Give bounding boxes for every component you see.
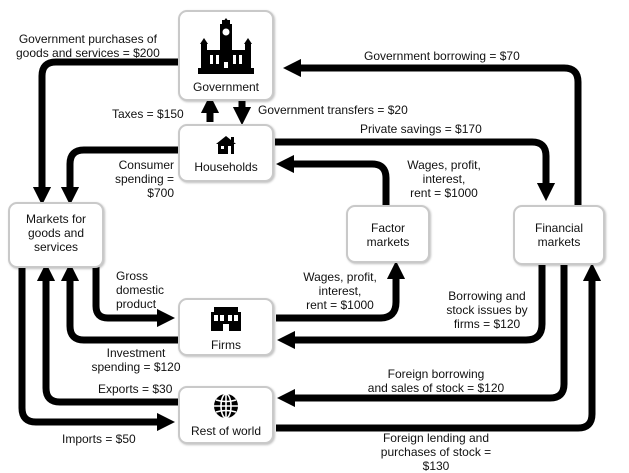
firms-node: Firms — [178, 298, 274, 356]
rest-of-world-label: Rest of world — [190, 424, 262, 438]
gov-borrowing-arrow — [282, 58, 582, 205]
borrowing-stock-label: Borrowing and stock issues by firms = $1… — [446, 289, 528, 331]
private-savings-arrow — [275, 138, 556, 202]
gov-transfers-label: Government transfers = $20 — [258, 103, 408, 117]
imports-label: Imports = $50 — [62, 432, 136, 446]
factory-icon — [211, 307, 241, 331]
households-node: Households — [178, 124, 274, 182]
rest-of-world-node: Rest of world — [178, 386, 274, 444]
households-label: Households — [194, 160, 258, 174]
wages-households-label: Wages, profit, interest, rent = $1000 — [407, 158, 481, 200]
wages-firms-arrow — [276, 260, 406, 322]
wages-firms-label: Wages, profit, interest, rent = $1000 — [303, 270, 377, 312]
gov-purchases-label: Government purchases of goods and servic… — [16, 32, 160, 60]
parliament-icon — [198, 18, 254, 74]
foreign-lending-arrow — [276, 262, 602, 432]
markets-label: Markets for goods and services — [25, 212, 86, 254]
financial-markets-label: Financial markets — [534, 221, 584, 249]
imports-arrow — [18, 262, 176, 432]
foreign-borrowing-arrow — [276, 262, 568, 408]
investment-label: Investment spending = $120 — [91, 346, 181, 374]
consumer-spending-arrow — [60, 146, 178, 206]
exports-label: Exports = $30 — [98, 382, 173, 396]
globe-icon — [214, 393, 238, 419]
firms-label: Firms — [211, 338, 241, 352]
factor-markets-node: Factor markets — [346, 205, 430, 263]
government-label: Government — [192, 80, 260, 94]
gov-purchases-arrow — [32, 58, 178, 206]
markets-node: Markets for goods and services — [8, 202, 104, 268]
government-node: Government — [178, 10, 274, 101]
foreign-lending-label: Foreign lending and purchases of stock =… — [380, 431, 492, 473]
gov-borrowing-label: Government borrowing = $70 — [364, 49, 520, 63]
taxes-label: Taxes = $150 — [112, 107, 184, 121]
gdp-arrow — [92, 262, 176, 328]
financial-markets-node: Financial markets — [513, 205, 605, 265]
house-icon — [216, 136, 236, 154]
gdp-label: Gross domestic product — [116, 269, 165, 311]
borrowing-stock-arrow — [276, 262, 546, 350]
consumer-spending-label: Consumer spending = $700 — [114, 158, 174, 200]
foreign-borrowing-label: Foreign borrowing and sales of stock = $… — [367, 367, 505, 395]
flow-diagram — [18, 58, 602, 432]
investment-arrow — [60, 262, 178, 344]
factor-markets-label: Factor markets — [366, 221, 410, 249]
wages-households-arrow — [275, 154, 390, 205]
private-savings-label: Private savings = $170 — [360, 122, 482, 136]
exports-arrow — [36, 262, 178, 406]
